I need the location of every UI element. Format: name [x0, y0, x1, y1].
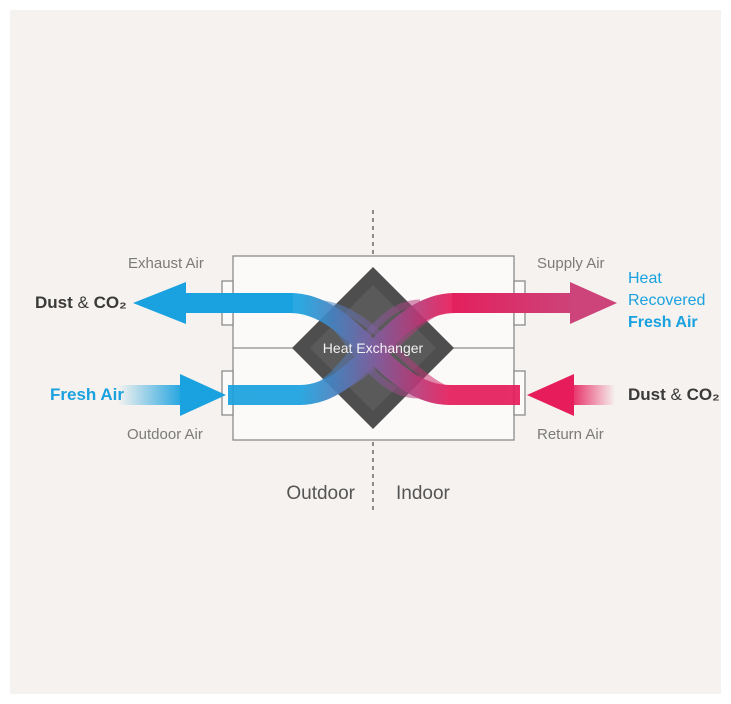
indoor-zone-label: Indoor [396, 483, 450, 504]
outdoor-zone-label: Outdoor [286, 483, 355, 504]
exhaust-air-label: Exhaust Air [128, 255, 204, 272]
left-co2-text: CO₂ [93, 293, 127, 312]
fresh-air-arrow-head [180, 374, 226, 416]
recovered-text: Recovered [628, 292, 706, 309]
right-co2-text: CO₂ [686, 385, 720, 404]
left-dust-text: Dust [35, 293, 73, 312]
supply-air-label: Supply Air [537, 255, 605, 272]
right-inflow-label: Dust & CO₂ [628, 386, 720, 404]
exhaust-arrow-head [133, 282, 186, 324]
supply-ribbon-a [289, 299, 421, 399]
heat-text: Heat [628, 270, 662, 287]
return-air-label: Return Air [537, 426, 604, 443]
return-air-arrow-head [527, 374, 574, 416]
left-amp-text: & [77, 293, 89, 312]
right-dust-text: Dust [628, 385, 666, 404]
heat-exchanger-label: Heat Exchanger [322, 340, 424, 356]
supply-ribbon-b [305, 299, 471, 399]
left-outflow-label: Dust & CO₂ [35, 294, 127, 312]
right-amp-text: & [670, 385, 682, 404]
right-fresh-air-text: Fresh Air [628, 314, 698, 331]
left-fresh-air-label: Fresh Air [50, 385, 125, 404]
outdoor-air-label: Outdoor Air [127, 426, 203, 443]
supply-arrow-head [570, 282, 617, 324]
supply-stream [228, 293, 471, 405]
